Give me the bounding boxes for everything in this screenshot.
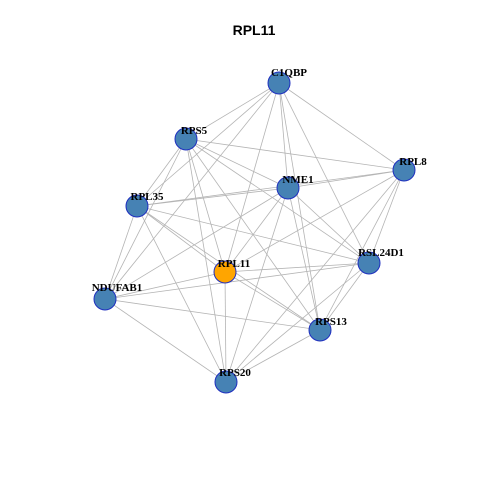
edge-rps5-rpl35 bbox=[136, 138, 187, 207]
edge-c1qbp-rps13 bbox=[278, 82, 321, 331]
edge-rpl35-rps20 bbox=[136, 205, 227, 383]
edge-rps5-nme1 bbox=[185, 138, 289, 189]
edge-rpl35-rsl24d1 bbox=[136, 205, 370, 264]
edge-nme1-ndufab1 bbox=[104, 187, 289, 300]
node-label-rps5: RPS5 bbox=[181, 125, 208, 137]
edge-rps5-rsl24d1 bbox=[185, 138, 370, 264]
node-rps5[interactable] bbox=[174, 127, 198, 151]
node-c1qbp[interactable] bbox=[267, 71, 291, 95]
edge-rps13-rps20 bbox=[225, 329, 321, 383]
edges-layer bbox=[104, 82, 405, 383]
edge-rpl8-rps20 bbox=[225, 169, 405, 383]
edge-rps5-ndufab1 bbox=[104, 138, 187, 300]
edge-rsl24d1-rps20 bbox=[225, 262, 370, 383]
edge-rpl11-rps20 bbox=[224, 271, 227, 383]
edge-rps5-rpl11 bbox=[185, 138, 226, 273]
edge-rpl35-rpl11 bbox=[136, 205, 226, 273]
node-label-rpl11: RPL11 bbox=[218, 258, 250, 270]
edge-rps5-rps20 bbox=[185, 138, 227, 383]
edge-nme1-rsl24d1 bbox=[287, 187, 370, 264]
node-label-ndufab1: NDUFAB1 bbox=[92, 282, 143, 294]
diagram-title: RPL11 bbox=[233, 22, 276, 38]
node-rpl11[interactable] bbox=[213, 260, 237, 284]
edge-rpl8-rpl35 bbox=[136, 169, 405, 207]
node-label-nme1: NME1 bbox=[282, 174, 313, 186]
node-rpl35[interactable] bbox=[125, 194, 149, 218]
edge-nme1-rps20 bbox=[225, 187, 289, 383]
edge-rps5-rpl8 bbox=[185, 138, 405, 171]
node-label-rpl35: RPL35 bbox=[131, 191, 165, 203]
node-rps13[interactable] bbox=[308, 318, 332, 342]
edge-rpl8-rsl24d1 bbox=[368, 169, 405, 264]
edge-nme1-rpl35 bbox=[136, 187, 289, 207]
nodes-layer bbox=[93, 71, 416, 394]
node-ndufab1[interactable] bbox=[93, 287, 117, 311]
edge-nme1-rps13 bbox=[287, 187, 321, 331]
edge-rpl11-rsl24d1 bbox=[224, 262, 370, 273]
edge-nme1-rpl11 bbox=[224, 187, 289, 273]
node-label-rps20: RPS20 bbox=[219, 367, 251, 379]
edge-c1qbp-rsl24d1 bbox=[278, 82, 370, 264]
edge-c1qbp-ndufab1 bbox=[104, 82, 280, 300]
edge-rsl24d1-ndufab1 bbox=[104, 262, 370, 300]
edge-rpl11-ndufab1 bbox=[104, 271, 226, 300]
edge-c1qbp-rpl35 bbox=[136, 82, 280, 207]
edge-ndufab1-rps20 bbox=[104, 298, 227, 383]
edge-rpl35-ndufab1 bbox=[104, 205, 138, 300]
edge-rpl8-rps13 bbox=[319, 169, 405, 331]
node-label-rpl8: RPL8 bbox=[399, 156, 427, 168]
edge-rsl24d1-rps13 bbox=[319, 262, 370, 331]
node-rps20[interactable] bbox=[214, 370, 238, 394]
edge-ndufab1-rps13 bbox=[104, 298, 321, 331]
edge-rpl11-rps13 bbox=[224, 271, 321, 331]
node-rsl24d1[interactable] bbox=[357, 251, 381, 275]
edge-rpl8-rpl11 bbox=[224, 169, 405, 273]
node-label-c1qbp: C1QBP bbox=[271, 67, 307, 79]
edge-c1qbp-rps5 bbox=[185, 82, 280, 140]
node-rpl8[interactable] bbox=[392, 158, 416, 182]
node-label-rsl24d1: RSL24D1 bbox=[358, 247, 404, 259]
edge-c1qbp-rpl8 bbox=[278, 82, 405, 171]
node-nme1[interactable] bbox=[276, 176, 300, 200]
edge-c1qbp-nme1 bbox=[278, 82, 289, 189]
node-label-rps13: RPS13 bbox=[315, 316, 347, 328]
edge-c1qbp-rpl11 bbox=[224, 82, 280, 273]
